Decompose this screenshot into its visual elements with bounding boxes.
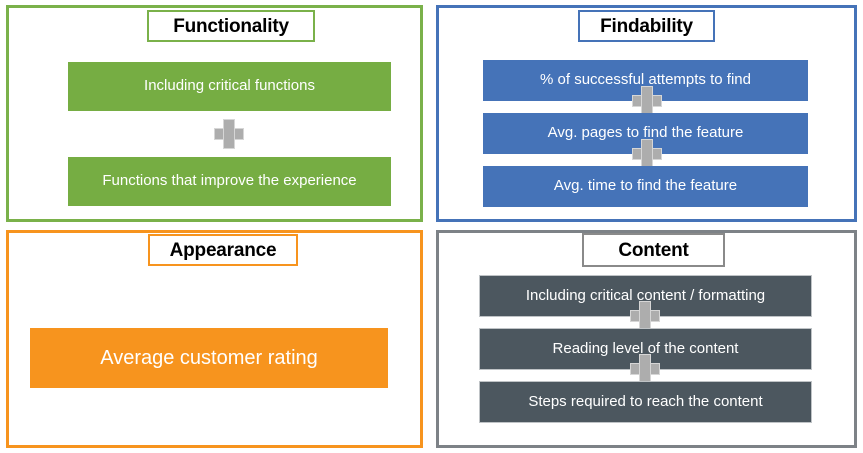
plus-icon <box>630 301 660 331</box>
plus-icon-vertical-arm <box>641 86 653 116</box>
plus-icon-vertical-arm <box>223 119 235 149</box>
plus-icon <box>630 354 660 384</box>
plus-icon-vertical-arm <box>639 301 651 331</box>
panel-title-content: Content <box>582 233 725 267</box>
metric-bar-functionality-1: Including critical functions <box>68 62 391 111</box>
metric-bar-functionality-2: Functions that improve the experience <box>68 157 391 206</box>
plus-icon-vertical-arm <box>641 139 653 169</box>
metric-bar-appearance-1: Average customer rating <box>30 328 388 388</box>
plus-icon <box>632 139 662 169</box>
plus-icon-vertical-arm <box>639 354 651 384</box>
metric-bar-findability-3: Avg. time to find the feature <box>483 166 808 207</box>
plus-icon <box>632 86 662 116</box>
metric-bar-content-3: Steps required to reach the content <box>479 381 812 423</box>
panel-title-findability: Findability <box>578 10 715 42</box>
plus-icon <box>214 119 244 149</box>
panel-title-appearance: Appearance <box>148 234 298 266</box>
panel-title-functionality: Functionality <box>147 10 315 42</box>
